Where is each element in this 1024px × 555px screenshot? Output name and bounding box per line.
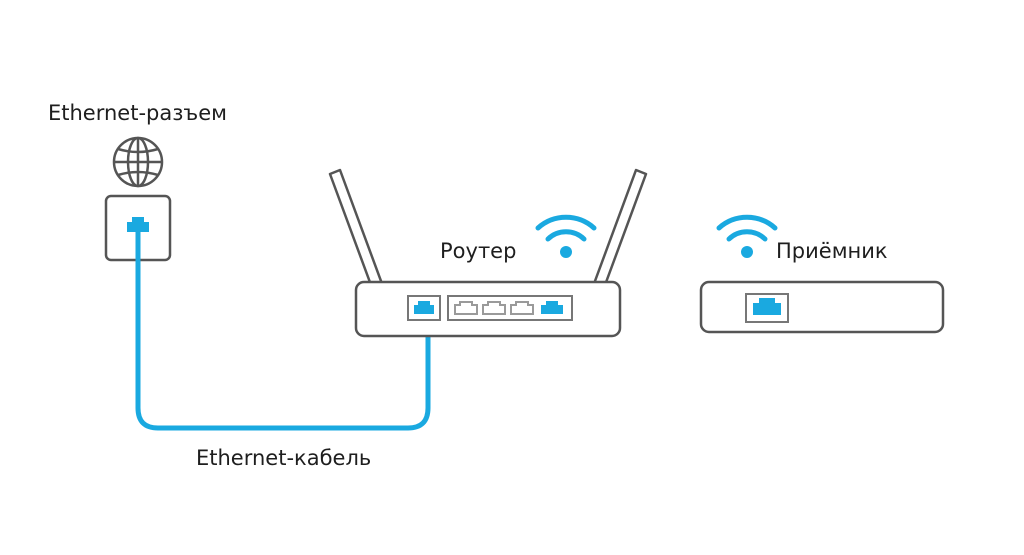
wifi-icon: [535, 214, 597, 258]
wall-socket-label: Ethernet-разъем: [48, 101, 227, 125]
wifi-icon: [716, 214, 778, 258]
globe-icon: [112, 136, 164, 188]
receiver-port: [745, 293, 789, 323]
receiver-body: [699, 280, 945, 334]
ethernet-cable: [135, 229, 431, 431]
router-label: Роутер: [440, 239, 516, 263]
router-wan-port: [407, 295, 441, 321]
cable-label: Ethernet-кабель: [196, 446, 371, 470]
receiver-label: Приёмник: [776, 239, 888, 263]
router-lan-ports: [447, 295, 573, 321]
wall-socket-port: [127, 217, 149, 232]
